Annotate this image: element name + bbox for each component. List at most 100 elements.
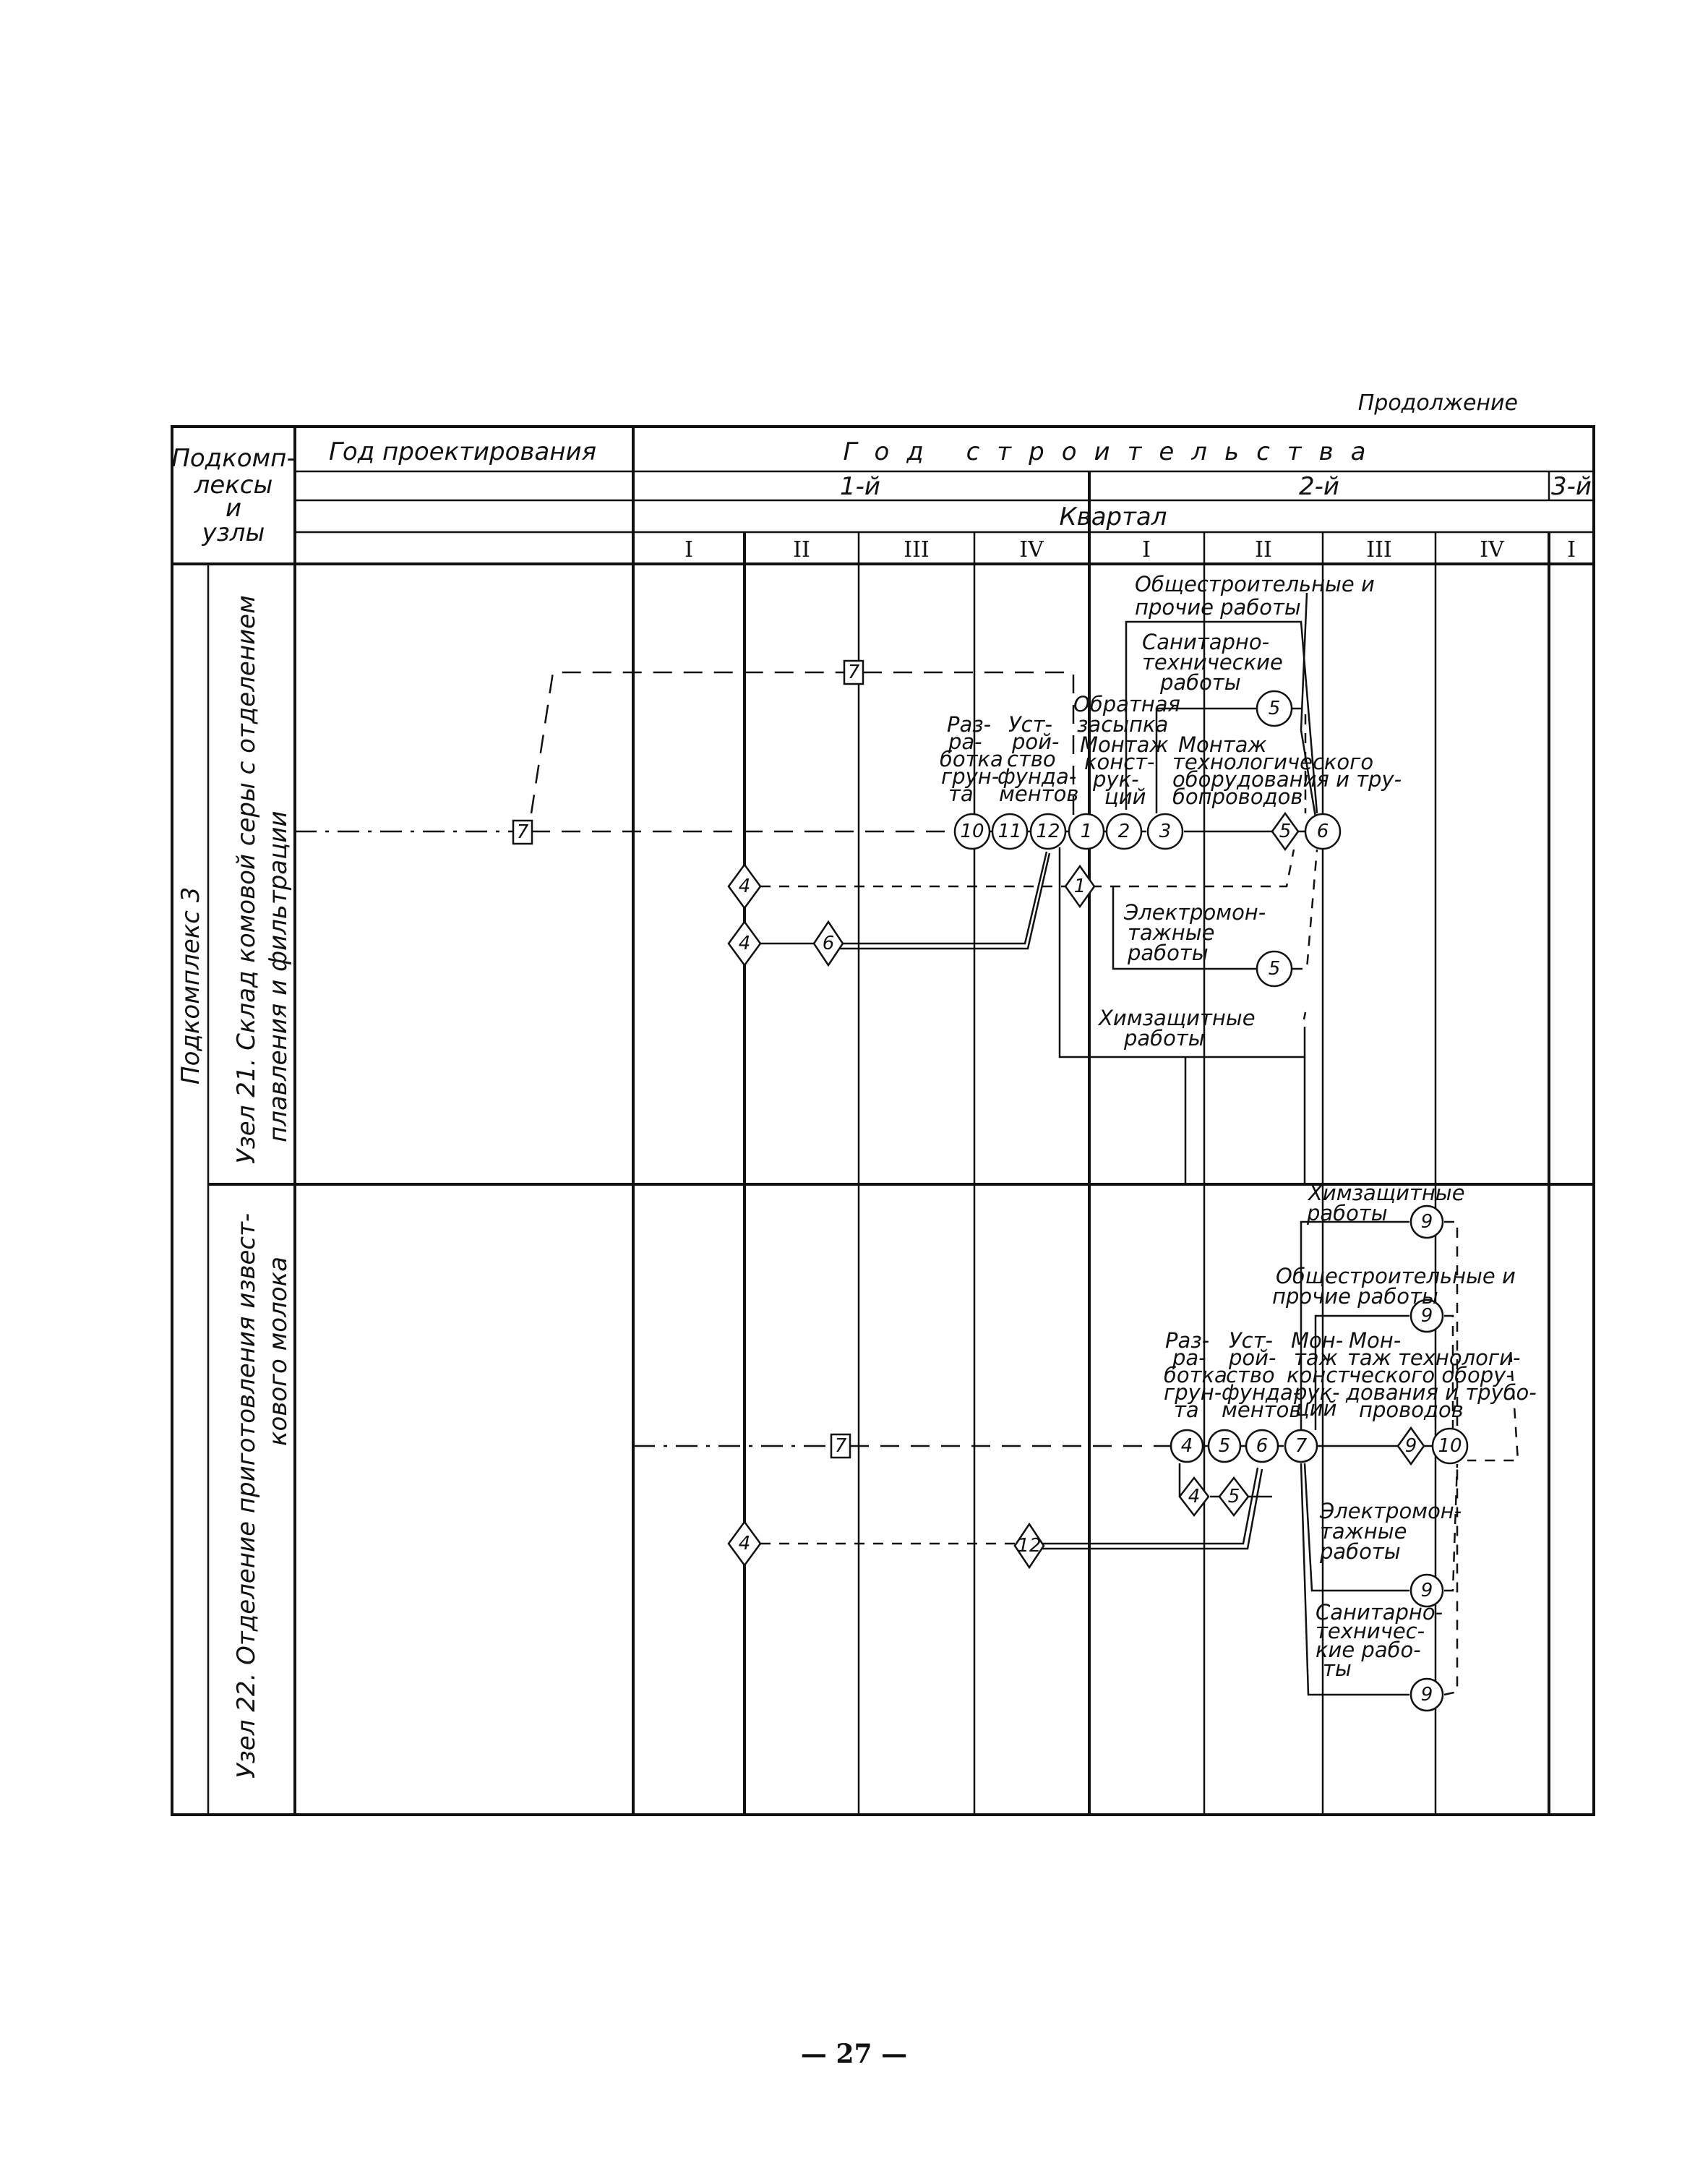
unit22-network: 7 4 5 6 7 4 5 9 10 9 9 9 9 4 12 Химзащит… [633, 1181, 1537, 1712]
hdr-subcomplex-4: узлы [202, 518, 265, 547]
u21-general-path [1300, 592, 1317, 818]
unit21-label-line1: Узел 21. Склад комовой серы с отделением [232, 595, 261, 1164]
u21-node-10 [953, 813, 991, 850]
u21-txt-sanitary-3: работы [1159, 670, 1241, 695]
hdr-subcomplex-3: и [226, 494, 241, 523]
u22-node-10-label: 10 [1438, 1435, 1462, 1457]
u21-txt-sanitary-2: технические [1142, 650, 1283, 675]
hdr-construction-year: Год строительства [844, 437, 1383, 466]
u22-txt-general-2: прочие работы [1272, 1284, 1438, 1309]
u21-txt-electric-3: работы [1127, 941, 1209, 965]
u22-diamond-5-label: 5 [1228, 1486, 1240, 1507]
u22-node-4-label: 4 [1181, 1435, 1193, 1457]
u21-square-node-label: 7 [517, 821, 529, 843]
u22-node-5-label: 5 [1219, 1435, 1231, 1457]
u22-txt-equipment-4: дования и трубо- [1345, 1380, 1537, 1405]
u22-chem-path [1300, 1220, 1409, 1430]
u21-txt-excavation-4: грун- [941, 764, 999, 789]
hdr-quarter-9: I [1567, 537, 1576, 562]
u22-txt-sanitary-2: техничес- [1316, 1619, 1425, 1643]
u21-txt-construct-4: ций [1104, 784, 1146, 809]
u21-txt-electric-1: Электромон- [1123, 900, 1266, 925]
u22-node-9-general-label: 9 [1421, 1305, 1433, 1327]
u22-node-9-electric-label: 9 [1421, 1580, 1433, 1601]
unit21-network: 7 7 10 11 12 1 2 3 5 5 6 5 4 4 6 1 Общес… [295, 572, 1402, 1184]
u21-txt-excavation-3: ботка [940, 747, 1003, 771]
u21-electric-path [1112, 886, 1256, 970]
u21-txt-foundation-1: Уст- [1008, 712, 1052, 737]
u22-diamond-4-low [727, 1520, 762, 1567]
u21-node-6 [1304, 813, 1342, 850]
u22-txt-electric-3: работы [1319, 1539, 1401, 1564]
u22-node-4 [1170, 1429, 1204, 1463]
u21-txt-equipment-2: технологического [1172, 750, 1373, 774]
u22-txt-electric-1: Электромон- [1319, 1499, 1462, 1523]
u21-txt-foundation-2: рой- [1011, 730, 1059, 754]
u22-node-10 [1431, 1427, 1469, 1465]
u21-node-5-top [1256, 690, 1293, 727]
u22-node-6 [1245, 1429, 1279, 1463]
u21-txt-excavation-5: та [948, 782, 974, 806]
u22-txt-equipment-5: проводов [1359, 1398, 1464, 1422]
u21-node-10-label: 10 [960, 821, 984, 842]
u21-txt-foundation-4: фунда- [997, 764, 1076, 789]
hdr-quarter-4: IV [1019, 537, 1044, 562]
u22-txt-excavation-2: ра- [1172, 1345, 1206, 1370]
u21-txt-excavation-1: Раз- [947, 712, 991, 737]
u22-txt-foundation-3: ство [1226, 1363, 1275, 1387]
hdr-quarter-1: I [685, 537, 693, 562]
u22-txt-foundation-5: ментов [1222, 1398, 1301, 1422]
u21-node-2 [1105, 813, 1143, 850]
u21-txt-excavation-2: ра- [948, 730, 982, 754]
unit22-label-line1: Узел 22. Отделение приготовления извест- [232, 1213, 261, 1779]
u21-sanitary-path [1125, 620, 1318, 814]
u22-diamond-9-label: 9 [1405, 1435, 1417, 1457]
u21-txt-construct-3: рук- [1092, 767, 1139, 792]
u22-electric-to-c10 [1444, 1463, 1459, 1592]
u21-diamond-6-label: 6 [823, 933, 835, 954]
u21-node-3-label: 3 [1159, 821, 1172, 842]
u21-node-2-label: 2 [1118, 821, 1130, 842]
u21-equipment-top-path [1155, 707, 1256, 813]
u21-c5bot-to-c6 [1292, 849, 1318, 970]
u22-txt-construct-5: ций [1295, 1396, 1336, 1421]
hdr-quarter-7: III [1366, 537, 1392, 562]
hdr-quarter-8: IV [1480, 537, 1505, 562]
u22-diamond-4 [1178, 1476, 1210, 1518]
u22-txt-general-1: Общестроительные и [1276, 1264, 1516, 1288]
u22-sanitary-to-c10 [1443, 1464, 1459, 1696]
u22-txt-sanitary-4: ты [1323, 1656, 1352, 1681]
u22-node-9-general [1409, 1298, 1444, 1333]
u21-diamond-4a [727, 863, 762, 910]
u21-square-node-top-label: 7 [848, 662, 860, 683]
u21-diamond-5 [1271, 811, 1300, 852]
u21-node-1 [1068, 813, 1105, 850]
u22-sanitary-path [1300, 1463, 1409, 1696]
u21-node-1-label: 1 [1081, 821, 1093, 842]
u22-d12-to-c6-double [1038, 1467, 1263, 1550]
u22-electric-path [1303, 1463, 1409, 1592]
u21-node-11-label: 11 [997, 821, 1021, 842]
u22-diamond-4-label: 4 [1188, 1486, 1201, 1507]
u22-square-node-label: 7 [835, 1435, 847, 1457]
u22-txt-equipment-1: Мон- [1349, 1328, 1401, 1353]
u22-diamond-4-low-label: 4 [739, 1533, 751, 1554]
u21-d1-to-d5 [1091, 849, 1295, 888]
u22-txt-construct-2: таж [1294, 1345, 1338, 1370]
u21-txt-general-1: Общестроительные и [1135, 572, 1375, 596]
u22-txt-construct-1: Мон- [1291, 1328, 1343, 1353]
u21-diamond-4b-label: 4 [739, 933, 751, 954]
hdr-year-1: 1-й [840, 472, 880, 501]
continuation-note: Продолжение [1357, 390, 1518, 416]
u21-txt-foundation-3: ство [1007, 747, 1056, 771]
page-number: — 27 — [800, 2039, 908, 2069]
u22-diamond-5 [1218, 1476, 1250, 1518]
u21-txt-foundation-5: ментов [999, 782, 1078, 806]
u21-diamond-1-label: 1 [1074, 876, 1086, 897]
u22-txt-chem-1: Химзащитные [1307, 1181, 1465, 1205]
u21-diamond-4b [727, 920, 762, 967]
hdr-quarter-3: III [904, 537, 930, 562]
u21-node-3 [1146, 813, 1184, 850]
u22-general-path [1314, 1314, 1409, 1430]
